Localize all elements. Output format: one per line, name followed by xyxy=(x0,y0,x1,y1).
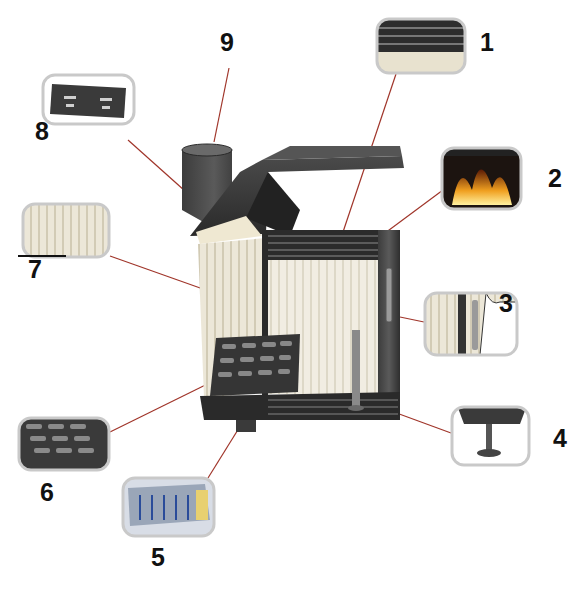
callout-number: 8 xyxy=(35,119,49,144)
callout-number: 7 xyxy=(28,257,42,282)
callout-number: 5 xyxy=(151,545,165,570)
callout-number: 1 xyxy=(480,30,494,55)
callout-number: 2 xyxy=(548,166,562,191)
callout-number: 6 xyxy=(40,480,54,505)
callout-number: 9 xyxy=(220,30,234,55)
callout-number: 4 xyxy=(553,426,567,451)
callout-number: 3 xyxy=(499,291,513,316)
